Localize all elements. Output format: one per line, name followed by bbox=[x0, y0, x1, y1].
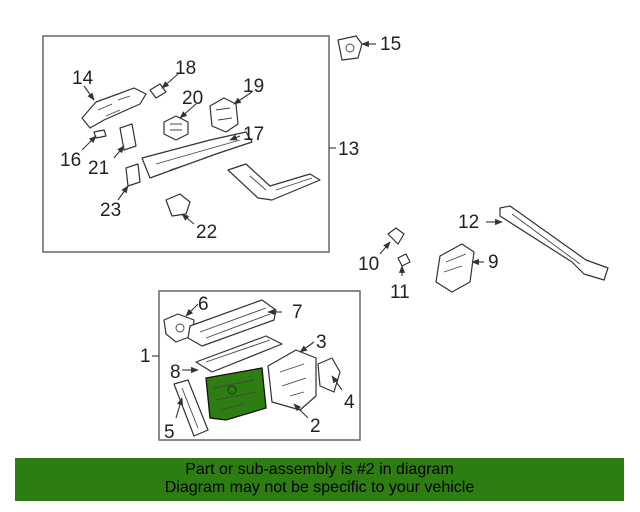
callout-5: 5 bbox=[164, 422, 175, 443]
callout-12: 12 bbox=[458, 212, 479, 233]
callout-1: 1 bbox=[140, 346, 151, 367]
part-3-wheel-housing[interactable] bbox=[267, 349, 317, 411]
callout-17: 17 bbox=[243, 124, 264, 145]
part-7-panel[interactable] bbox=[187, 299, 277, 347]
callout-2: 2 bbox=[310, 416, 321, 437]
part-2-dash-panel-highlighted[interactable] bbox=[205, 367, 267, 421]
callout-18: 18 bbox=[175, 58, 196, 79]
callout-4: 4 bbox=[344, 392, 355, 413]
part-15-nut[interactable] bbox=[337, 35, 363, 61]
callout-11: 11 bbox=[390, 282, 410, 303]
part-22-bracket[interactable] bbox=[165, 193, 191, 217]
part-14-apron-reinforcement[interactable] bbox=[81, 87, 147, 129]
part-11-bolt[interactable] bbox=[397, 253, 411, 267]
callout-23: 23 bbox=[100, 200, 121, 221]
callout-16: 16 bbox=[60, 150, 81, 171]
callout-8: 8 bbox=[170, 362, 181, 383]
part-8-panel[interactable] bbox=[195, 335, 283, 373]
callout-3: 3 bbox=[316, 332, 327, 353]
callout-9: 9 bbox=[488, 252, 499, 273]
callout-14: 14 bbox=[72, 68, 94, 89]
banner-line-1: Part or sub-assembly is #2 in diagram bbox=[185, 461, 454, 478]
callout-19: 19 bbox=[243, 76, 264, 97]
info-banner: Part or sub-assembly is #2 in diagram Di… bbox=[15, 458, 624, 501]
part-21-bracket[interactable] bbox=[119, 123, 137, 151]
callout-21: 21 bbox=[88, 158, 109, 179]
part-12-brace[interactable] bbox=[499, 205, 609, 281]
part-10-bolt[interactable] bbox=[387, 227, 405, 245]
part-4-bracket[interactable] bbox=[317, 357, 341, 393]
callout-20: 20 bbox=[182, 88, 203, 109]
part-17-front-side-member[interactable] bbox=[141, 131, 321, 201]
group-box-13 bbox=[42, 35, 330, 253]
part-9-bracket[interactable] bbox=[435, 243, 475, 293]
callout-10: 10 bbox=[358, 254, 379, 275]
part-23-block[interactable] bbox=[125, 163, 141, 187]
callout-22: 22 bbox=[196, 222, 217, 243]
callout-7: 7 bbox=[292, 302, 303, 323]
callout-15: 15 bbox=[380, 34, 401, 55]
part-5-pillar[interactable] bbox=[173, 379, 209, 437]
part-19-bracket[interactable] bbox=[209, 97, 239, 133]
group-box-1 bbox=[158, 290, 361, 441]
part-20-bracket[interactable] bbox=[163, 115, 189, 141]
callout-13: 13 bbox=[338, 139, 359, 160]
callout-6: 6 bbox=[198, 294, 209, 315]
callout-numbers: 14 18 19 20 17 16 21 23 22 15 13 12 10 1… bbox=[60, 34, 499, 443]
leader-lines bbox=[81, 40, 503, 419]
banner-line-2: Diagram may not be specific to your vehi… bbox=[164, 479, 475, 496]
